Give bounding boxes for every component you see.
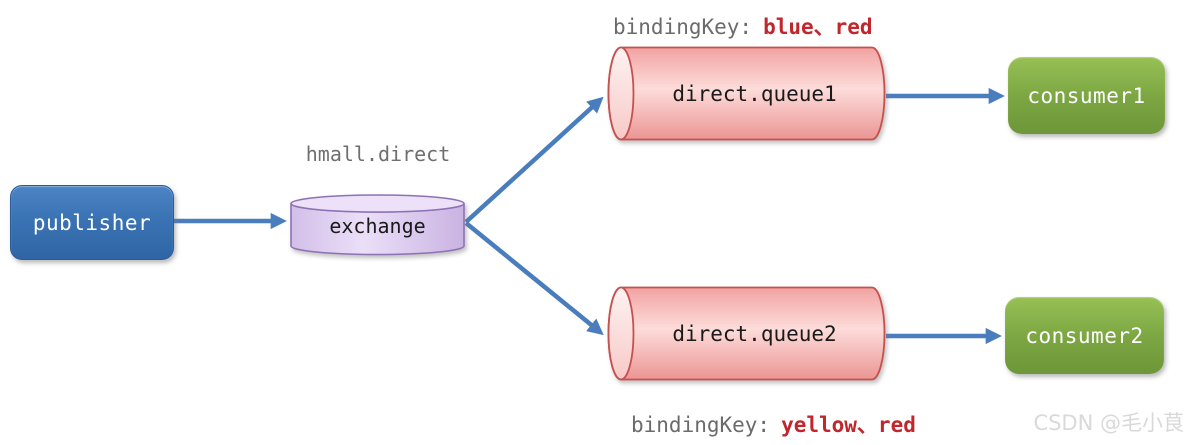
binding-key-queue1-prefix: bindingKey: bbox=[613, 15, 753, 39]
queue2-label: direct.queue2 bbox=[672, 321, 837, 346]
consumer1-label: consumer1 bbox=[1027, 83, 1146, 108]
node-queue1-cylinder bbox=[607, 46, 886, 141]
publisher-label: publisher bbox=[32, 210, 152, 235]
node-consumer2: consumer2 bbox=[1005, 297, 1164, 374]
binding-key-queue2-prefix: bindingKey: bbox=[631, 413, 771, 437]
node-publisher: publisher bbox=[10, 185, 174, 260]
queue1-label: direct.queue1 bbox=[672, 81, 837, 106]
watermark: CSDN @毛小茛 bbox=[1033, 411, 1184, 435]
binding-key-queue1-values: blue、red bbox=[763, 15, 873, 39]
node-consumer1: consumer1 bbox=[1008, 57, 1165, 134]
arrow-exchange-to-queue1 bbox=[464, 96, 604, 224]
consumer2-label: consumer2 bbox=[1025, 323, 1144, 348]
exchange-label: exchange bbox=[329, 214, 426, 238]
binding-key-queue2-values: yellow、red bbox=[781, 413, 916, 437]
exchange-caption: hmall.direct bbox=[305, 142, 451, 166]
arrow-exchange-to-queue2 bbox=[464, 221, 604, 336]
binding-key-queue1: bindingKey: blue、red bbox=[613, 11, 873, 41]
node-exchange-cylinder bbox=[290, 194, 465, 256]
node-queue2-cylinder bbox=[607, 286, 886, 381]
binding-key-queue2: bindingKey: yellow、red bbox=[631, 409, 916, 439]
